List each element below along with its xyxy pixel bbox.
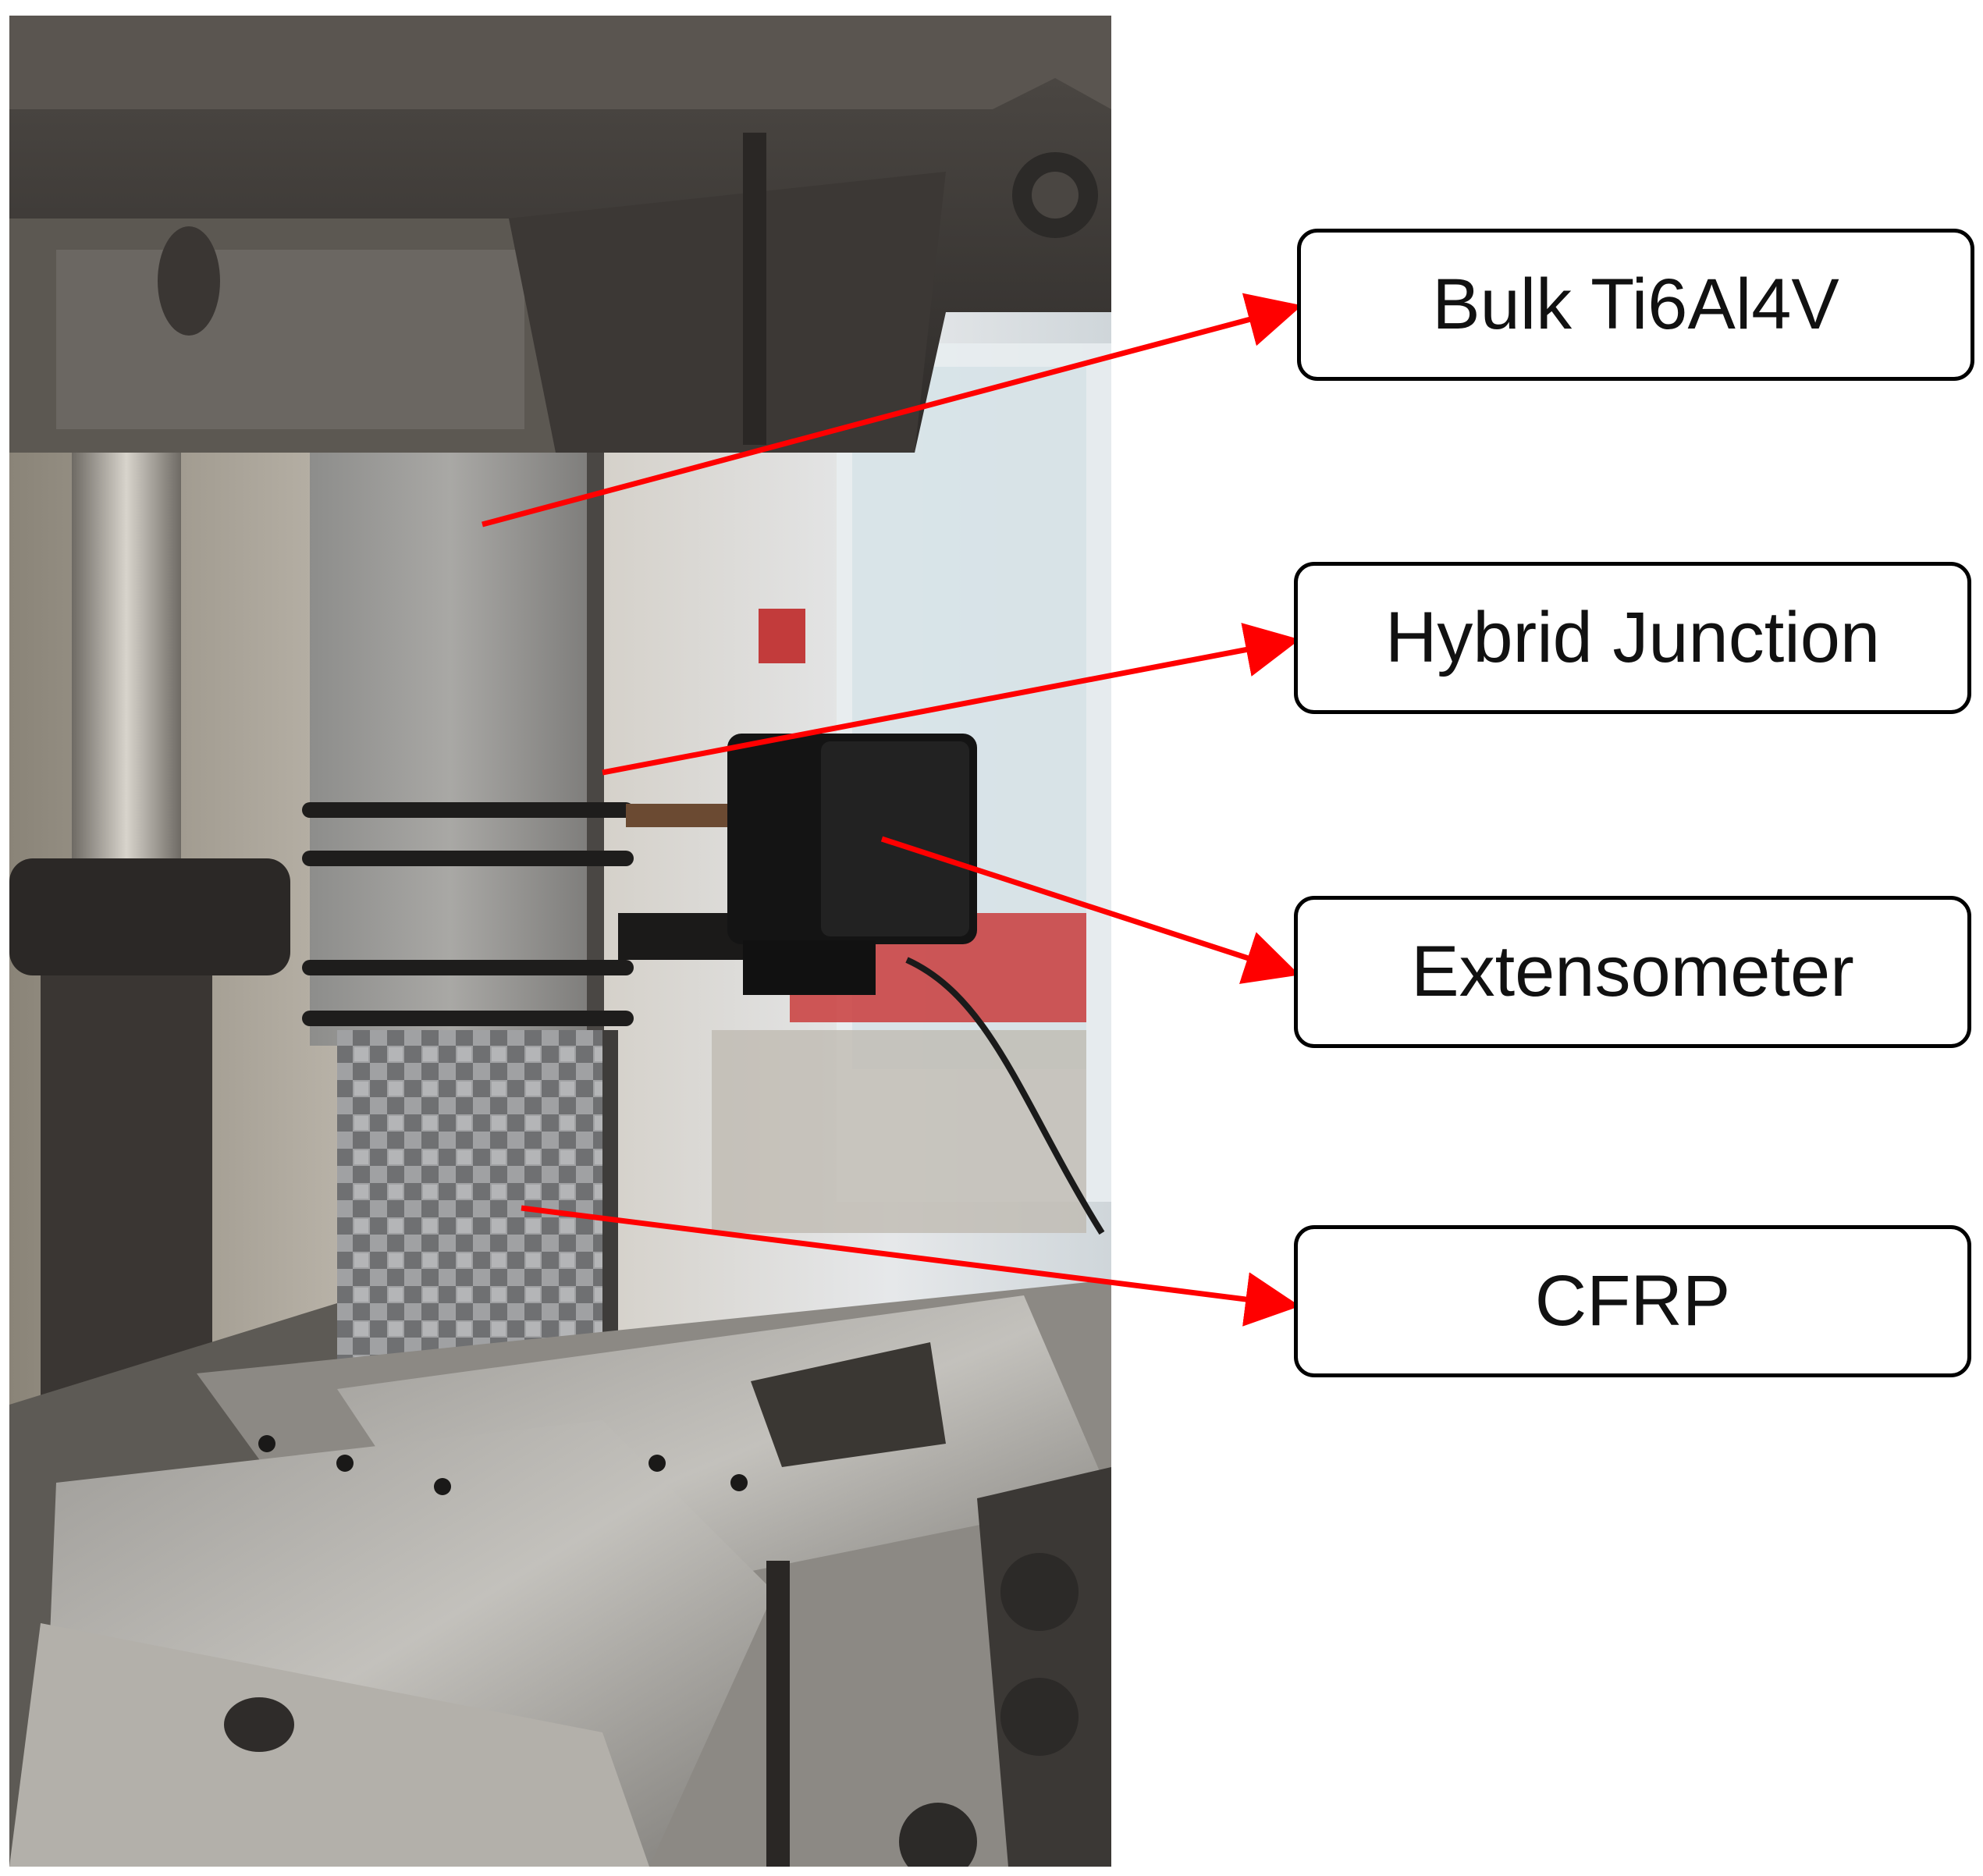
- test-setup-photo: [9, 16, 1111, 1867]
- label-bulk-ti6al4v: Bulk Ti6Al4V: [1297, 229, 1974, 381]
- label-cfrp: CFRP: [1294, 1225, 1971, 1377]
- label-extensometer: Extensometer: [1294, 896, 1971, 1048]
- label-hybrid-junction: Hybrid Junction: [1294, 562, 1971, 714]
